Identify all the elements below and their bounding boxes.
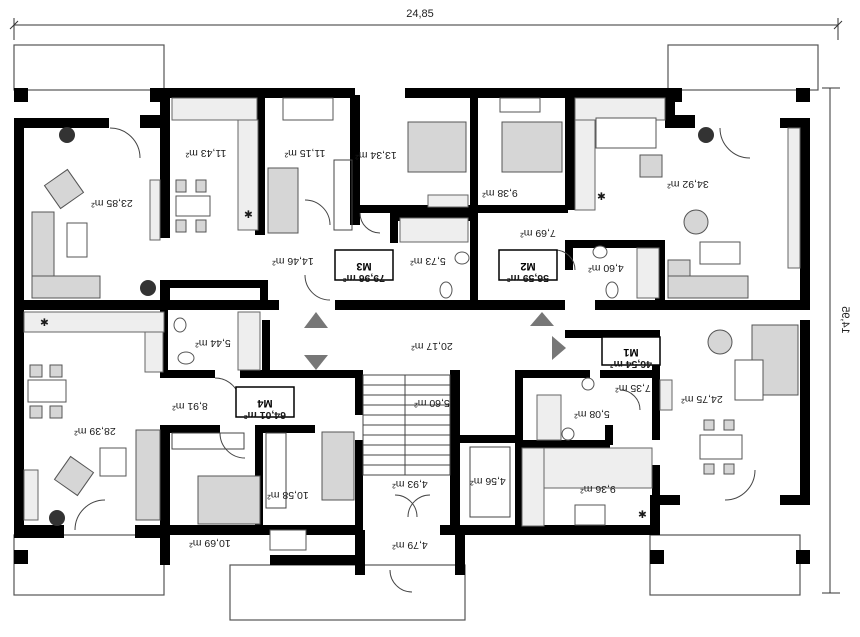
- sink-icon: [454, 251, 470, 265]
- arrow-icon: [552, 336, 566, 360]
- apartment-m4-id: M4: [256, 397, 272, 409]
- room-area-label: 7,69 m²: [520, 227, 556, 239]
- room-area-label: 11,43 m²: [185, 147, 226, 159]
- room-area-label: 5,44 m²: [195, 337, 231, 349]
- room-area-label: 10,58 m²: [267, 489, 309, 501]
- bed-icon: [321, 431, 355, 501]
- room-area-label: 8,91 m²: [172, 400, 208, 412]
- top-dimension: 24,85: [9, 8, 843, 40]
- sink-icon: [173, 317, 187, 333]
- bed-icon: [501, 121, 563, 173]
- room-area-label: 4,60 m²: [588, 262, 624, 274]
- stove-icon: [574, 97, 666, 121]
- room-area-label: 20,17 m²: [411, 340, 453, 352]
- room-area-label: 4,56 m²: [470, 475, 506, 487]
- plant-icon: [140, 280, 156, 296]
- room-area-label: 5,73 m²: [410, 255, 446, 267]
- table-icon: [699, 241, 741, 265]
- bed-icon: [267, 167, 299, 234]
- stairs: [362, 374, 451, 476]
- arrow-icons: [304, 312, 566, 370]
- interior-walls: [14, 95, 810, 540]
- toilet-icon: [439, 281, 453, 299]
- room-labels: 11,43 m² 11,15 m² 13,34 m² 9,38 m² 34,92…: [74, 147, 723, 551]
- room-area-label: 34,92 m²: [667, 178, 709, 190]
- plant-icon: [698, 127, 714, 143]
- dimension-width: 24,85: [406, 8, 434, 20]
- table-icon: [175, 195, 211, 217]
- toilet-icon: [177, 351, 195, 365]
- plant-icon: [49, 510, 65, 526]
- arrow-icon: [304, 355, 328, 370]
- room-area-label: 5,60 m²: [414, 397, 450, 409]
- room-area-label: 23,85 m²: [91, 197, 133, 209]
- sink-icon: [581, 377, 595, 391]
- furniture: [23, 97, 801, 593]
- room-area-label: 4,93 m²: [392, 478, 428, 490]
- apartment-m3: M3 79,96 m²: [334, 249, 394, 284]
- table-icon: [66, 222, 88, 258]
- snowflake-icon: ✱: [638, 509, 647, 521]
- apartment-m1: M1 46,54 m²: [601, 336, 661, 370]
- room-area-label: 14,46 m²: [272, 255, 314, 267]
- apartment-m3-area: 79,96 m²: [342, 272, 385, 284]
- plant-icon: [59, 127, 75, 143]
- dimension-height: 14,95: [839, 306, 851, 334]
- bed-icon: [407, 121, 467, 173]
- apartment-m1-id: M1: [623, 346, 638, 358]
- sink-icon: [592, 245, 608, 259]
- right-dimension: 14,95: [822, 87, 851, 594]
- snowflake-icon: ✱: [40, 317, 49, 329]
- bathtub-icon: [536, 394, 562, 441]
- apartment-m2-id: M2: [520, 260, 535, 272]
- bathtub-icon: [399, 217, 469, 243]
- toilet-icon: [561, 427, 575, 441]
- bathtub-icon: [636, 247, 660, 299]
- apartment-m2: M2 56,59 m²: [498, 249, 558, 284]
- snowflake-icon: ✱: [597, 191, 606, 203]
- apartment-m4-area: 64,01 m²: [243, 409, 286, 421]
- snowflake-icon: ✱: [244, 209, 253, 221]
- room-area-label: 10,69 m²: [189, 537, 231, 549]
- table-icon: [734, 359, 764, 401]
- stove-icon: [23, 311, 165, 333]
- apartment-m3-id: M3: [356, 260, 371, 272]
- armchair-icon: [683, 209, 709, 235]
- bathtub-icon: [237, 311, 261, 371]
- apartment-labels: M1 46,54 m² M2 56,59 m² M3 79,96 m² M4 6…: [235, 249, 661, 421]
- room-area-label: 5,08 m²: [574, 408, 610, 420]
- arrow-icon: [530, 312, 554, 326]
- armchair-icon: [43, 168, 85, 210]
- arrow-icon: [304, 312, 328, 328]
- apartment-m1-area: 46,54 m²: [609, 358, 652, 370]
- room-area-label: 28,39 m²: [74, 425, 116, 437]
- stove-icon: [171, 97, 258, 121]
- room-area-label: 11,15 m²: [284, 147, 325, 159]
- table-icon: [99, 447, 127, 477]
- armchair-icon: [53, 455, 95, 497]
- apartment-m4: M4 64,01 m²: [235, 386, 295, 421]
- room-area-label: 7,35 m²: [615, 382, 651, 394]
- room-area-label: 4,79 m²: [392, 539, 428, 551]
- toilet-icon: [605, 281, 619, 299]
- apartment-m2-area: 56,59 m²: [506, 272, 549, 284]
- decor-icons: ✱ ✱ ✱ ✱: [40, 127, 714, 526]
- sofa-icon: [135, 429, 161, 521]
- armchair-icon: [707, 329, 733, 355]
- room-area-label: 9,36 m²: [580, 483, 616, 495]
- room-area-label: 9,38 m²: [482, 187, 518, 199]
- room-area-label: 24,75 m²: [681, 393, 723, 405]
- room-area-label: 13,34 m²: [355, 149, 397, 161]
- table-icon: [27, 379, 67, 403]
- bed-icon: [197, 475, 261, 525]
- table-icon: [699, 434, 743, 460]
